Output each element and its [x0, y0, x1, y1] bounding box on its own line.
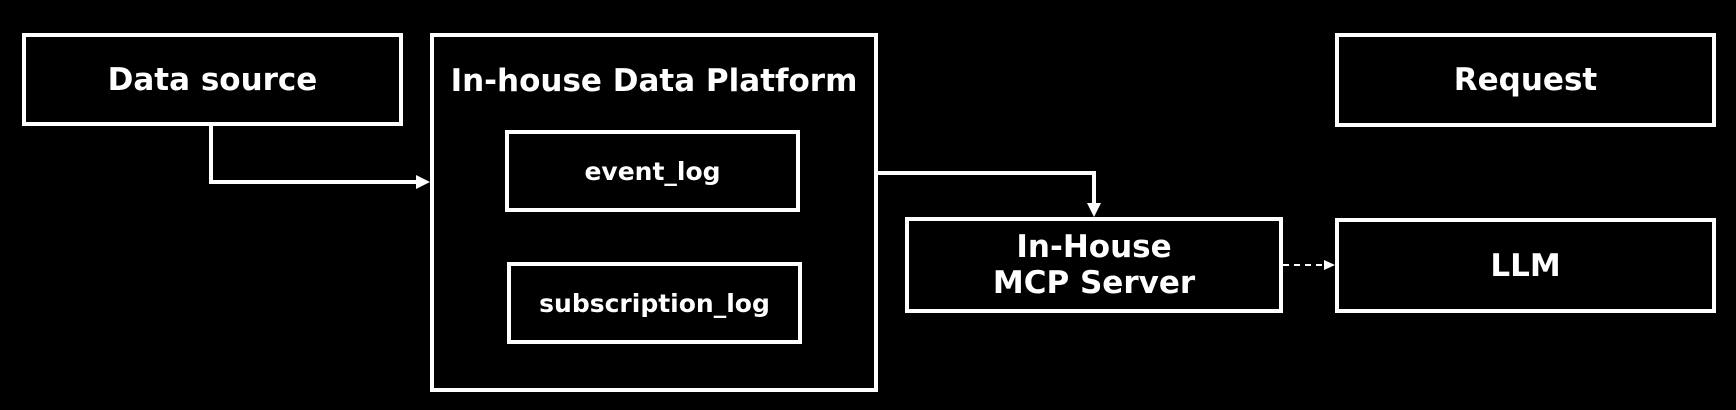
data-platform-title: In-house Data Platform — [450, 63, 858, 99]
mcp-server-node: In-House MCP Server — [905, 217, 1283, 313]
event-log-label: event_log — [584, 156, 721, 186]
request-label: Request — [1453, 62, 1598, 98]
mcp-server-label-line2: MCP Server — [992, 265, 1196, 301]
connector-platform-to-mcp — [878, 171, 1096, 205]
request-node: Request — [1335, 33, 1716, 127]
arrowhead-llm — [1324, 260, 1335, 270]
arrowhead-platform — [416, 175, 430, 189]
connector-datasource-to-platform — [209, 126, 418, 184]
data-source-label: Data source — [107, 61, 318, 98]
llm-label: LLM — [1490, 247, 1561, 284]
subscription-log-node: subscription_log — [507, 262, 802, 344]
llm-node: LLM — [1335, 218, 1716, 313]
subscription-log-label: subscription_log — [539, 288, 770, 318]
arrowhead-mcp — [1087, 203, 1101, 217]
data-platform-node: In-house Data Platform — [430, 33, 878, 392]
mcp-server-label-line1: In-House — [1016, 229, 1172, 265]
data-source-node: Data source — [22, 33, 403, 126]
event-log-node: event_log — [505, 130, 800, 212]
